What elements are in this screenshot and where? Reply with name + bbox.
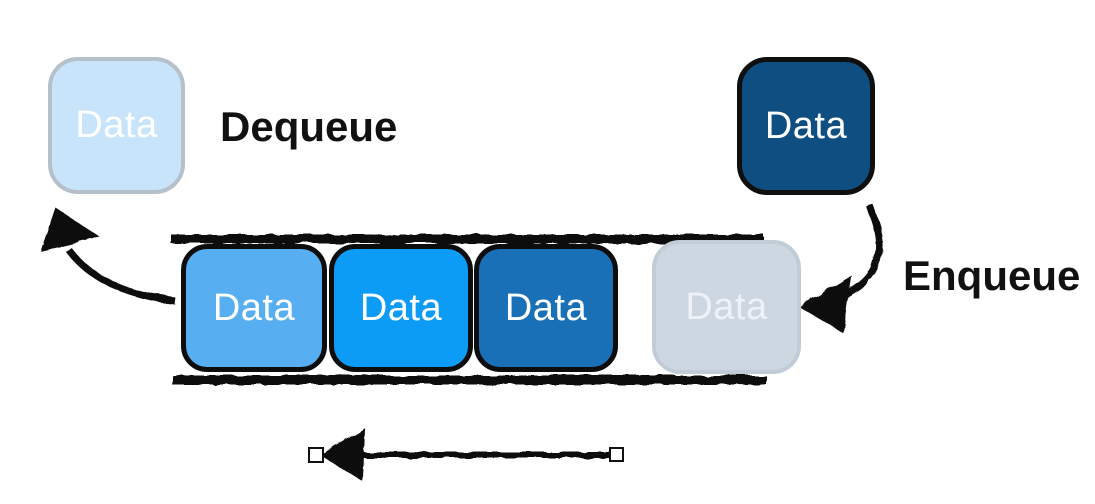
enqueue-arrowhead-icon (799, 275, 852, 333)
queue-item: Data (181, 244, 327, 372)
queue-item-entering: Data (652, 240, 801, 374)
queue-item: Data (474, 244, 618, 372)
dequeue-arrowhead-icon (40, 207, 101, 252)
dequeue-operation-label: Dequeue (220, 103, 398, 150)
arrow-endpoint-handle-left (308, 447, 324, 463)
arrow-endpoint-handle-right (609, 447, 624, 462)
dequeue-arrow (66, 247, 176, 305)
enqueue-operation-label: Enqueue (903, 252, 1081, 299)
dequeued-data-label: Data (75, 104, 158, 146)
queue-item-label: Data (685, 285, 768, 328)
queue-item-label: Data (504, 286, 588, 329)
incoming-data-box: Data (737, 57, 875, 195)
dequeued-data-box: Data (48, 57, 185, 194)
incoming-data-label: Data (764, 104, 848, 147)
queue-item-label: Data (212, 286, 296, 329)
enqueue-arrow (844, 203, 884, 298)
queue-direction-arrowhead-icon (320, 428, 366, 482)
queue-item-label: Data (359, 286, 443, 329)
queue-item: Data (329, 244, 473, 372)
